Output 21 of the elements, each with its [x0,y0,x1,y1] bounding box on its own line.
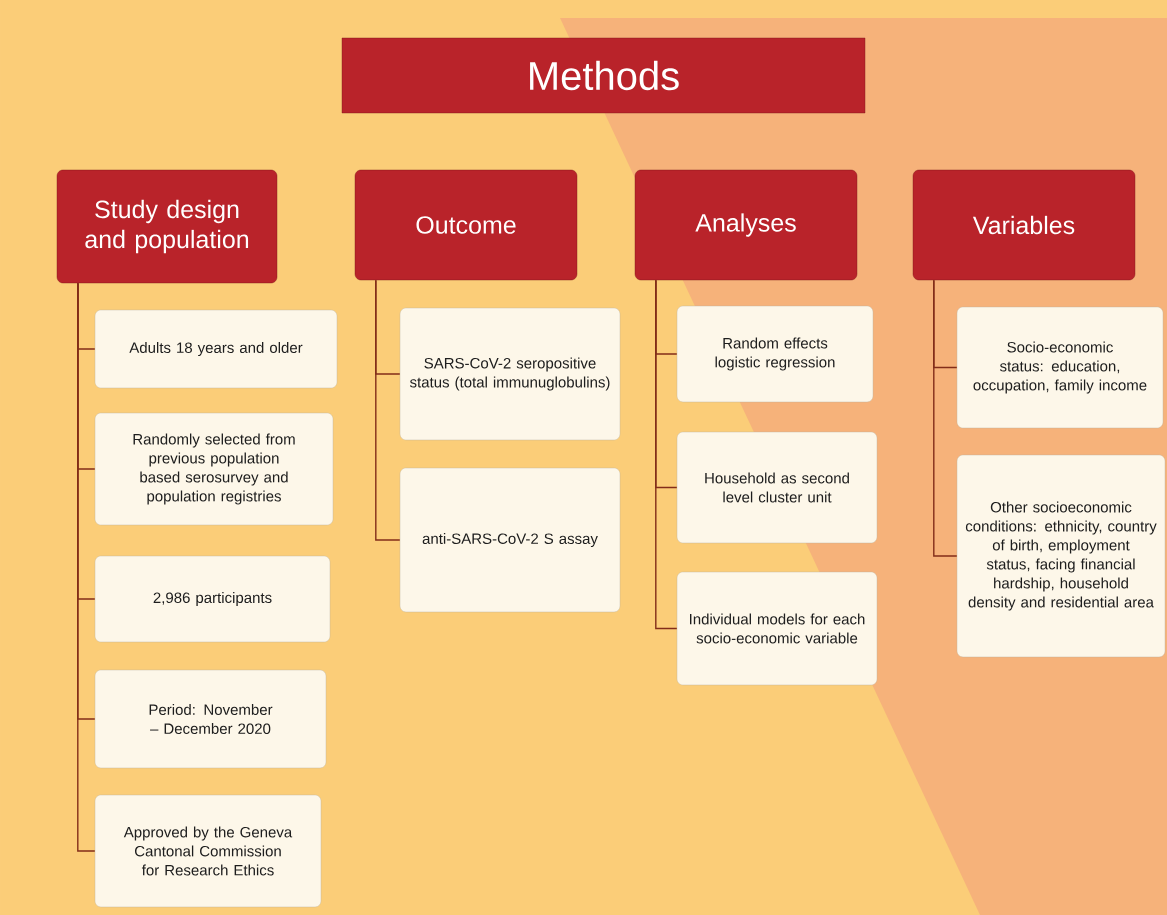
content-box: SARS-CoV-2 seropositive status (total immunuglobulins) [399,307,621,441]
header-box: Outcome [354,169,578,281]
header-box: Study design and population [56,169,278,284]
connector-line [77,282,96,852]
connector-line [375,279,401,541]
connector-line [933,279,958,557]
title-banner: Methods [341,37,866,114]
content-box: 2,986 participants [94,555,331,643]
header-box: Variables [912,169,1136,281]
content-box: Approved by the Geneva Cantonal Commission for Research Ethics [94,794,322,908]
content-box: Household as second level cluster unit [676,431,878,544]
content-box: Random effects logistic regression [676,305,874,403]
connector-line [655,279,678,630]
content-box: anti-SARS-CoV-2 S assay [399,467,621,613]
content-box: Adults 18 years and older [94,309,338,389]
content-box: Period: November – December 2020 [94,669,327,769]
header-box: Analyses [634,169,858,281]
content-box: Other socioeconomic conditions: ethnicity, country of birth, employment status, facing financial hardship, household density and residential area [956,454,1166,658]
content-box: Individual models for each socio-economic variable [676,571,878,686]
content-box: Randomly selected from previous population based serosurvey and population registries [94,412,334,526]
content-box: Socio-economic status: education, occupation, family income [956,306,1164,429]
